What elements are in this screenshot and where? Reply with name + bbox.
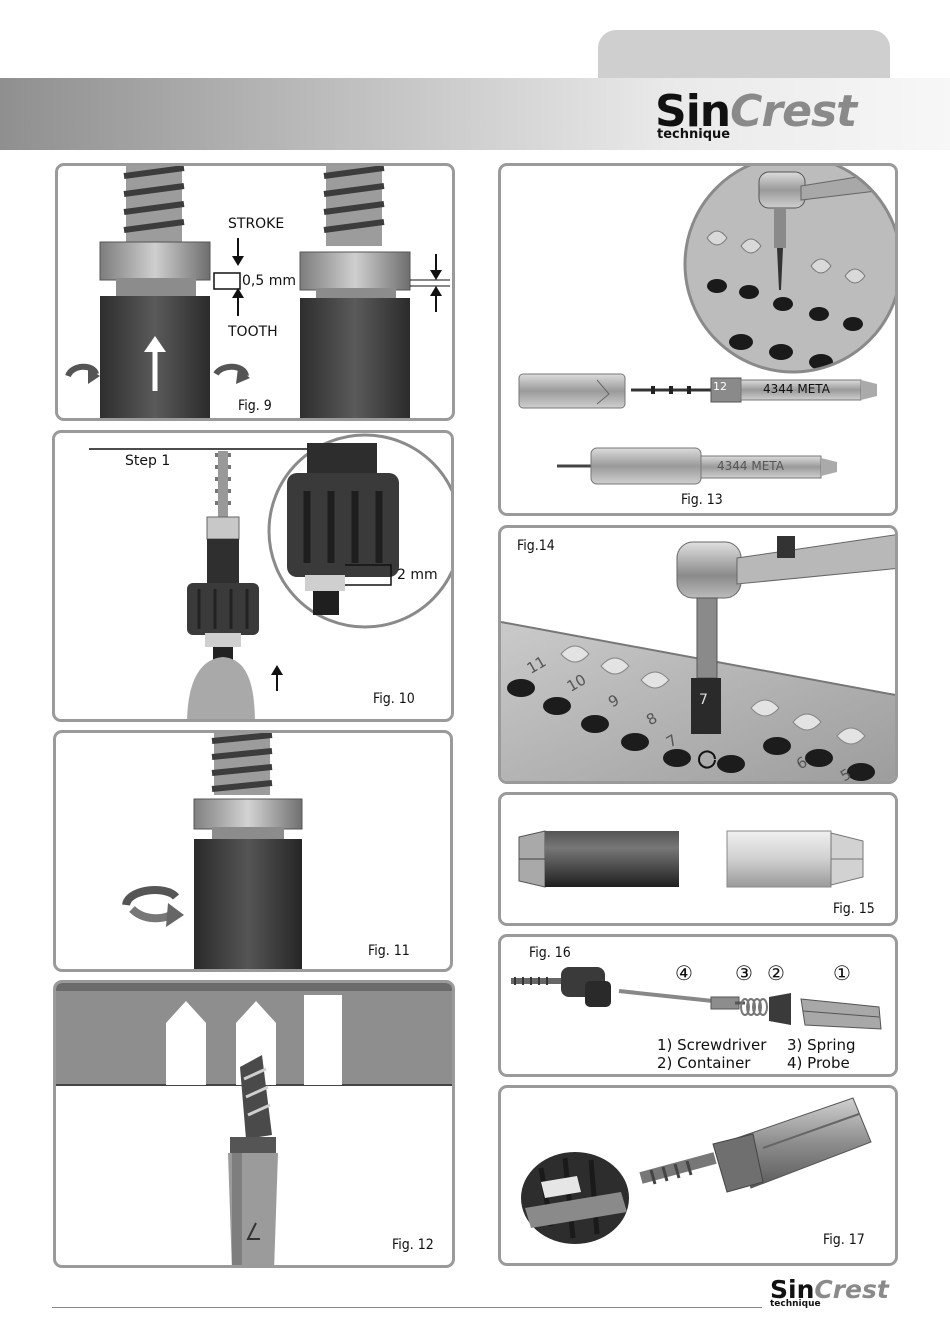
fig9-stroke-label: STROKE [228, 216, 284, 232]
marker-1: ① [833, 961, 851, 985]
fig10-panel: Step 1 2 mm Fig. 10 [52, 430, 454, 722]
fig17-panel: Fig. 17 [498, 1085, 898, 1266]
fig14-panel: 11 10 9 8 7 7 6 5 Fig.14 [498, 525, 898, 784]
fig15-panel: Fig. 15 [498, 792, 898, 926]
footer-rule [52, 1307, 762, 1308]
fig14-illustration [501, 528, 898, 784]
legend-container: 2) Container [657, 1054, 750, 1072]
fig13-caption: Fig. 13 [681, 492, 723, 508]
fig10-depth-label: 2 mm [397, 567, 438, 583]
legend-probe: 4) Probe [787, 1054, 850, 1072]
fig9-illustration [58, 166, 455, 421]
fig14-caption: Fig.14 [517, 538, 555, 554]
marker-3: ③ [735, 961, 753, 985]
sincrest-logo: SinCrest technique [655, 86, 856, 142]
fig11-caption: Fig. 11 [368, 943, 410, 959]
fig12-illustration [56, 983, 455, 1268]
fig13-panel: 12 4344 META 4344 META Fig. 13 [498, 163, 898, 516]
fig13-drill-code-top: 4344 META [763, 382, 830, 396]
fig10-caption: Fig. 10 [373, 691, 415, 707]
fig10-step-label: Step 1 [125, 453, 170, 469]
fig13-drill-code-bottom: 4344 META [717, 459, 784, 473]
fig13-illustration [501, 166, 898, 516]
fig12-caption: Fig. 12 [392, 1237, 434, 1253]
legend-spring: 3) Spring [787, 1036, 856, 1054]
marker-2: ② [767, 961, 785, 985]
fig16-caption: Fig. 16 [529, 945, 571, 961]
fig10-illustration [55, 433, 454, 722]
fig14-tray-number: 7 [699, 692, 708, 708]
sincrest-footer-logo: SinCrest technique [770, 1275, 889, 1309]
fig15-caption: Fig. 15 [833, 901, 875, 917]
fig11-illustration [56, 733, 453, 972]
fig9-caption: Fig. 9 [238, 398, 272, 414]
fig13-drill-size: 12 [713, 380, 727, 393]
fig9-panel: STROKE 0,5 mm TOOTH Fig. 9 [55, 163, 455, 421]
fig11-panel: Fig. 11 [53, 730, 453, 972]
fig9-gap-label: 0,5 mm [242, 273, 296, 289]
marker-4: ④ [675, 961, 693, 985]
fig9-tooth-label: TOOTH [228, 324, 278, 340]
fig17-caption: Fig. 17 [823, 1232, 865, 1248]
fig12-panel: Fig. 12 [53, 980, 455, 1268]
legend-screwdriver: 1) Screwdriver [657, 1036, 766, 1054]
fig16-panel: ④ ③ ② ① 1) Screwdriver 2) Container 3) S… [498, 934, 898, 1077]
